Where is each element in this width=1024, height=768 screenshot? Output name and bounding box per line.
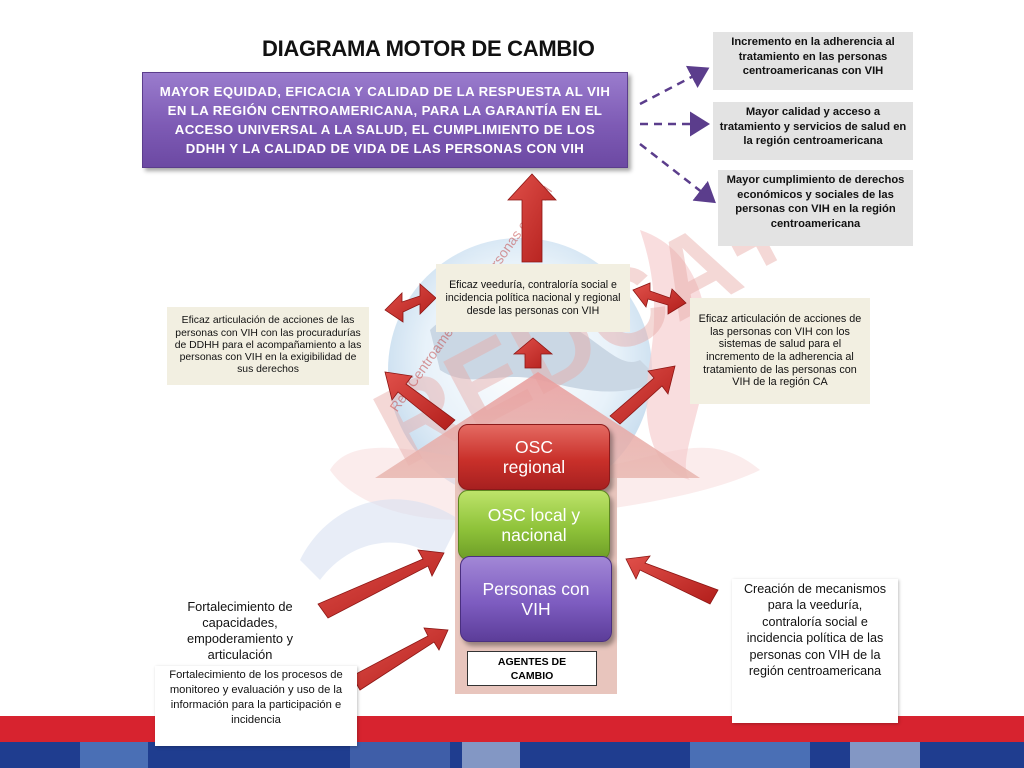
arrow-house-left [384,371,456,431]
agent-osc-regional-label: OSC regional [502,437,566,477]
strategy-box-monitoring: Fortalecimiento de los procesos de monit… [155,666,357,746]
agent-persons-vih: Personas con VIH [460,556,612,642]
arrow-up-to-center [512,337,554,369]
agents-label-text: AGENTES DE CAMBIO [497,655,567,682]
dashed-arrow-result-3 [639,143,716,204]
outcome-box-center: Eficaz veeduría, contraloría social e in… [436,264,630,332]
dashed-arrows [639,65,716,204]
agents-label-box: AGENTES DE CAMBIO [467,651,597,686]
result-text-3: Mayor cumplimiento de derechos económico… [726,174,905,230]
agent-osc-local: OSC local y nacional [458,490,610,560]
strategy-box-mechanisms: Creación de mecanismos para la veeduría,… [732,579,898,723]
arrow-house-right [609,365,676,425]
watermark-ribbon-right [640,230,708,480]
strategy-text-mechanisms: Creación de mecanismos para la veeduría,… [743,582,887,679]
agent-persons-vih-label: Personas con VIH [482,579,590,619]
result-box-3: Mayor cumplimiento de derechos económico… [718,170,913,246]
footer-stripes [0,716,1024,768]
watermark-flag [300,499,460,580]
arrow-capacities [317,549,445,619]
diagram-title: DIAGRAMA MOTOR DE CAMBIO [262,36,595,61]
arrow-mechanisms [625,555,719,605]
outcome-box-left: Eficaz articulación de acciones de las p… [167,307,369,385]
red-arrows [317,173,719,691]
result-box-1: Incremento en la adherencia al tratamien… [713,32,913,90]
arrow-up-to-goal [507,173,557,263]
outcome-text-right: Eficaz articulación de acciones de las p… [698,313,862,389]
outcome-box-right: Eficaz articulación de acciones de las p… [690,298,870,404]
arrow-monitoring [351,627,449,691]
strategy-text-capacities: Fortalecimiento de capacidades, empodera… [187,599,293,662]
goal-text: MAYOR EQUIDAD, EFICACIA Y CALIDAD DE LA … [159,84,611,156]
outcome-text-center: Eficaz veeduría, contraloría social e in… [445,278,621,317]
outcome-text-left: Eficaz articulación de acciones de las p… [174,315,362,376]
result-box-2: Mayor calidad y acceso a tratamiento y s… [713,102,913,160]
agent-osc-regional: OSC regional [458,424,610,490]
strategy-text-monitoring: Fortalecimiento de los procesos de monit… [169,669,343,726]
result-text-2: Mayor calidad y acceso a tratamiento y s… [719,106,907,147]
result-text-1: Incremento en la adherencia al tratamien… [731,36,895,77]
dashed-arrow-result-1 [639,65,710,106]
strategy-box-capacities: Fortalecimiento de capacidades, empodera… [166,597,314,662]
goal-box: MAYOR EQUIDAD, EFICACIA Y CALIDAD DE LA … [142,72,628,168]
agent-osc-local-label: OSC local y nacional [487,505,581,545]
arrow-center-right [632,282,687,315]
